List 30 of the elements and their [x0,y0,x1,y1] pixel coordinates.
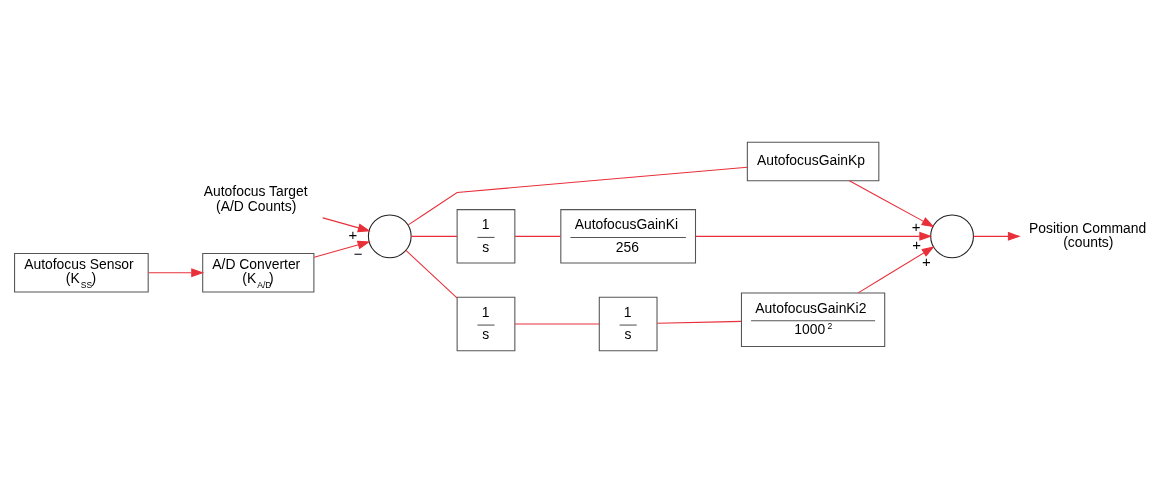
arrow [848,180,935,228]
node-box: 1 s [456,296,516,352]
node-text: Position Command (counts) [1029,219,1147,251]
node-circle [930,214,974,259]
arrow [694,231,933,241]
node-box: 1 s [598,296,658,352]
arrow [322,217,371,233]
connector [514,323,600,325]
node-box: AutofocusGainKp [746,141,880,182]
connector [405,249,458,299]
arrow [973,231,1021,241]
connector [407,166,748,226]
node-box: Autofocus Sensor (K$_{SS}$) [14,252,149,293]
arrow [313,240,371,258]
edge-label: − [353,245,363,263]
node-box: AutofocusGainKi 256 [560,209,697,264]
edge-label: + [922,252,931,270]
edge-label: + [911,218,921,236]
edge-label: + [348,226,358,244]
node-box: AutofocusGainKi2 1000$^{2}$ [740,292,886,347]
edge-label: + [912,236,921,254]
node-circle [367,214,412,259]
connector [410,235,458,237]
arrow [857,246,935,294]
node-text: Autofocus Target (A/D Counts) [203,183,308,215]
node-box: 1 s [456,209,516,264]
node-box: A/D Converter (K$_{A/D}$) [202,252,315,293]
connector [514,235,562,237]
arrow [148,268,205,278]
connector [656,320,742,324]
